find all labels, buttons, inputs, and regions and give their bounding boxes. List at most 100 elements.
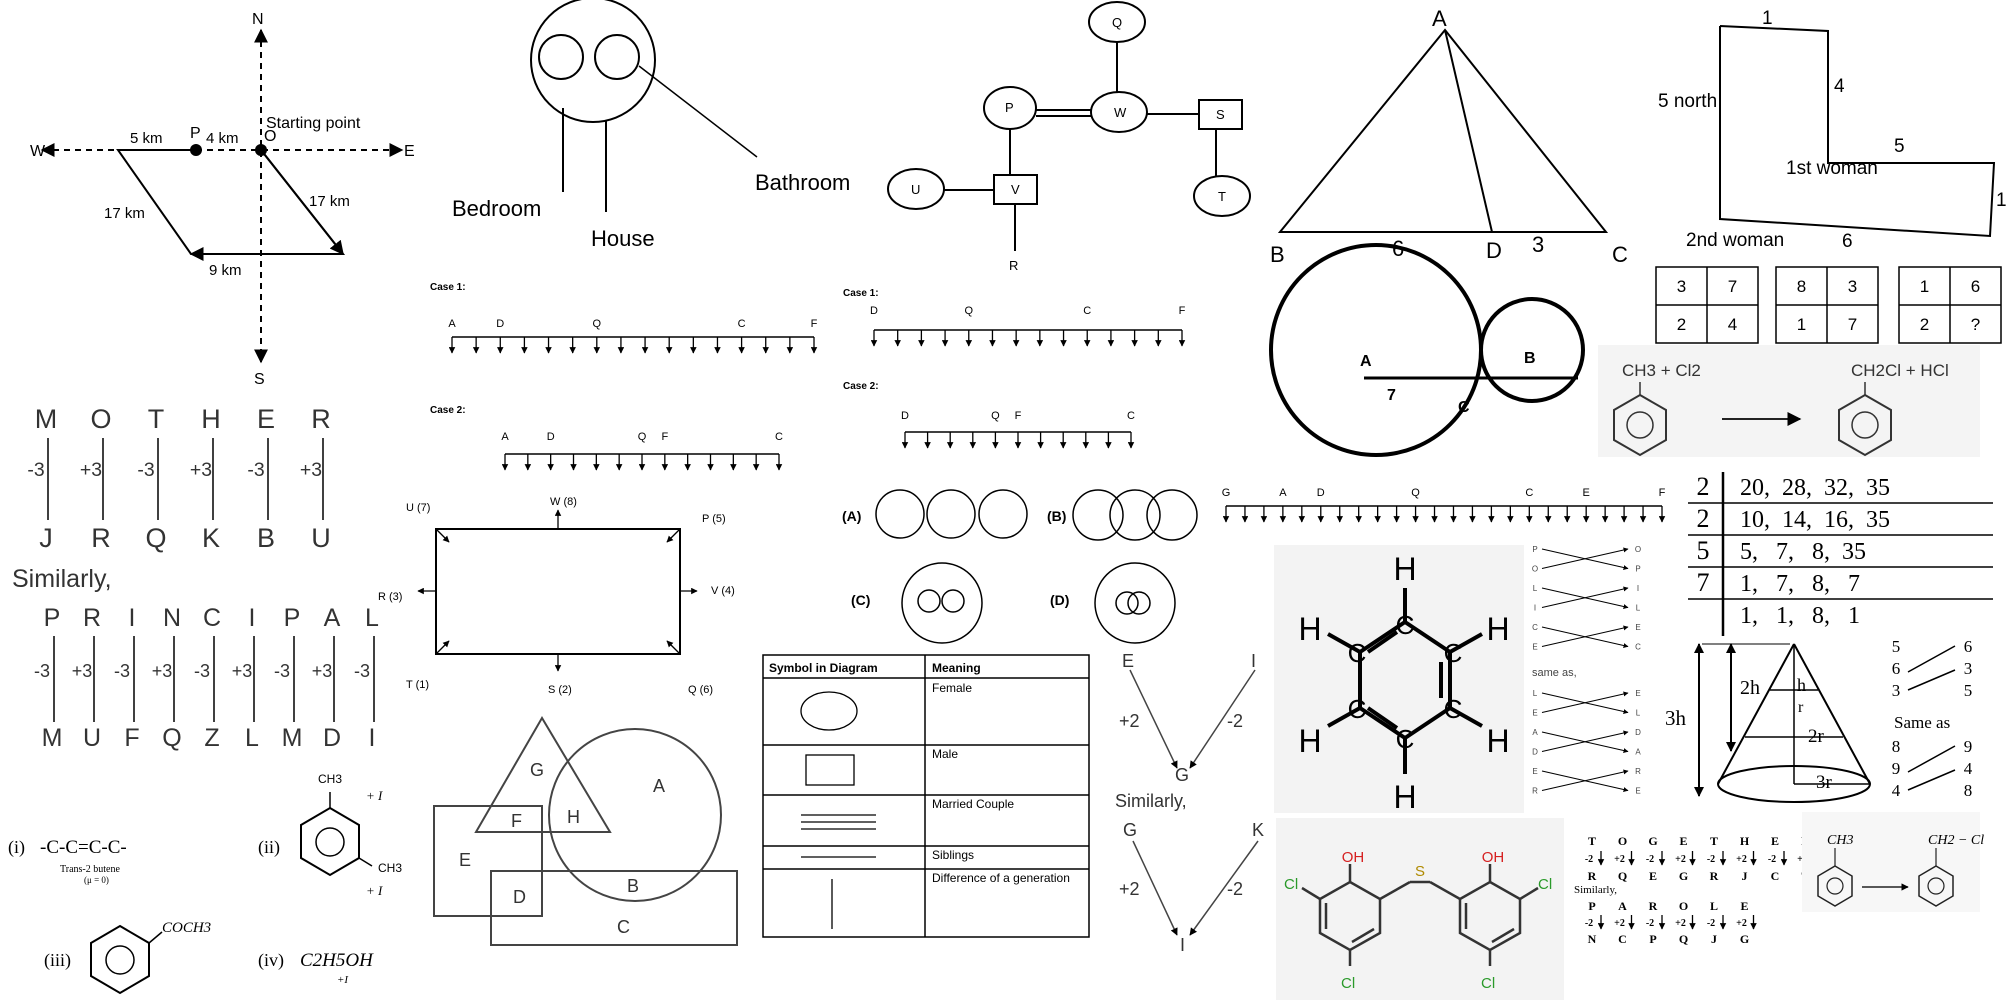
lcm-divisor: 2: [1697, 504, 1710, 533]
option-d: (D): [1050, 592, 1069, 608]
region-c: C: [617, 917, 630, 937]
code-bottom-letter: F: [124, 724, 139, 752]
house-label: House: [591, 226, 655, 251]
code-operation: +3: [300, 459, 322, 481]
sulfur: S: [1415, 863, 1425, 880]
code-bottom-letter: U: [83, 724, 101, 752]
cross-arrow: [1541, 586, 1629, 608]
seat-q: Q (6): [688, 684, 713, 696]
code-operation: -2: [1646, 918, 1654, 929]
code-operation: -3: [194, 661, 210, 681]
chem-iv-label: (iv): [258, 950, 284, 971]
seat-label: F: [1015, 410, 1022, 422]
chem-ii-plus-top: + I: [366, 788, 383, 803]
grid-cell: 3: [1848, 277, 1857, 296]
cross-left-letter: E: [1532, 767, 1537, 776]
case2-title-left: Case 2:: [430, 405, 466, 416]
cross-left-letter: E: [1532, 709, 1537, 718]
radius-3r: 3r: [1816, 772, 1833, 793]
venn-shapes-diagram: G A F H E D B C: [433, 716, 738, 946]
cross-right-letter: L: [1636, 709, 1641, 718]
code-operation: -3: [274, 661, 290, 681]
code-top-letter: T: [1588, 834, 1596, 848]
code-top-letter: T: [148, 404, 165, 434]
similarly-label-2: Similarly,: [1115, 791, 1187, 811]
seat-label: E: [1583, 487, 1590, 499]
seat-label: D: [547, 431, 555, 443]
code-top-letter: H: [1740, 834, 1750, 848]
direction-diagram: N S E W P O Starting point 5 km 4 km 17 …: [30, 11, 415, 388]
toluene-reaction: CH3 CH2 − Cl: [1802, 812, 1984, 912]
code-bottom-letter: J: [39, 523, 53, 553]
member-u: U: [911, 182, 920, 197]
radius-7: 7: [1387, 387, 1396, 404]
code-top-letter: T: [1710, 834, 1718, 848]
cross-right-letter: I: [1637, 584, 1639, 593]
region-e: E: [459, 850, 471, 870]
code-bottom-letter: R: [1710, 869, 1719, 883]
code-operation: +2: [1736, 918, 1747, 929]
cone-diagram: 3h 2h h r 2r 3r: [1665, 643, 1871, 803]
case1-title-right: Case 1:: [843, 288, 879, 299]
cross-right-number: 5: [1964, 681, 1973, 700]
segment-6: 6: [1842, 231, 1853, 252]
house-circles-diagram: Bedroom House Bathroom: [452, 0, 850, 251]
grid-cell: 6: [1971, 277, 1980, 296]
region-g: G: [530, 760, 544, 780]
code-operation: +3: [232, 661, 253, 681]
member-q: Q: [1112, 15, 1122, 30]
letter-i-top: I: [1251, 651, 1256, 671]
chem-i-name: Trans-2 butene: [60, 864, 120, 875]
similarly-label-3: Similarly,: [1574, 884, 1617, 896]
benzene-h-bottom-left: H: [1298, 723, 1321, 759]
code-top-letter: E: [257, 404, 275, 434]
option-b: (B): [1047, 508, 1066, 524]
cross-left-letter: R: [1532, 787, 1538, 796]
code-bottom-letter: G: [1740, 932, 1749, 946]
region-b: B: [627, 876, 639, 896]
lcm-values: 5, 7, 8, 35: [1740, 539, 1866, 565]
cross-left-letter: L: [1533, 689, 1538, 698]
code-operation: -2: [1646, 854, 1654, 865]
region-h: H: [567, 807, 580, 827]
code-top-letter: R: [1649, 899, 1658, 913]
principal-coding: P-3MR+3UI-3FN+3QC-3ZI+3LP-3MA+3DL-3I: [34, 604, 379, 752]
benzene-h-top: H: [1393, 551, 1416, 587]
height-2h: 2h: [1740, 677, 1760, 699]
cross-left-number: 5: [1892, 637, 1901, 656]
south-label: S: [254, 371, 265, 388]
benzene-h-bottom-right: H: [1486, 723, 1509, 759]
code-bottom-letter: M: [42, 724, 63, 752]
code-top-letter: O: [90, 404, 111, 434]
code-top-letter: H: [201, 404, 221, 434]
benzene-c4: C: [1396, 724, 1415, 754]
code-bottom-letter: Q: [162, 724, 181, 752]
cross-arrow: [1541, 625, 1629, 647]
letter-e: E: [1122, 651, 1134, 671]
chem-ii-ch3-bottom: CH3: [378, 861, 402, 875]
code-top-letter: L: [1710, 899, 1718, 913]
benzene-c1: C: [1396, 610, 1415, 640]
code-bottom-letter: Z: [204, 724, 219, 752]
west-label: W: [30, 143, 46, 160]
vertex-b: B: [1270, 242, 1285, 267]
cross-left-letter: L: [1533, 584, 1538, 593]
cross-left-number: 3: [1892, 681, 1901, 700]
code-operation: +2: [1736, 854, 1747, 865]
code-operation: +2: [1675, 918, 1686, 929]
distance-4km: 4 km: [206, 130, 239, 147]
cross-left-letter: P: [1532, 545, 1537, 554]
grid-cell: 3: [1677, 277, 1686, 296]
cross-right-letter: C: [1635, 643, 1641, 652]
triangle-diagram: A B C D 6 3: [1270, 6, 1628, 267]
option-c: (C): [851, 592, 870, 608]
cross-arrow: [1541, 730, 1629, 752]
letter-i-result: I: [1180, 935, 1185, 955]
chem-iv-plus: +I: [337, 974, 349, 986]
center-b: B: [1524, 350, 1536, 367]
meaning-generation: Difference of a generation: [932, 871, 1070, 885]
cross-right-letter: L: [1636, 604, 1641, 613]
code-operation: +2: [1614, 918, 1625, 929]
